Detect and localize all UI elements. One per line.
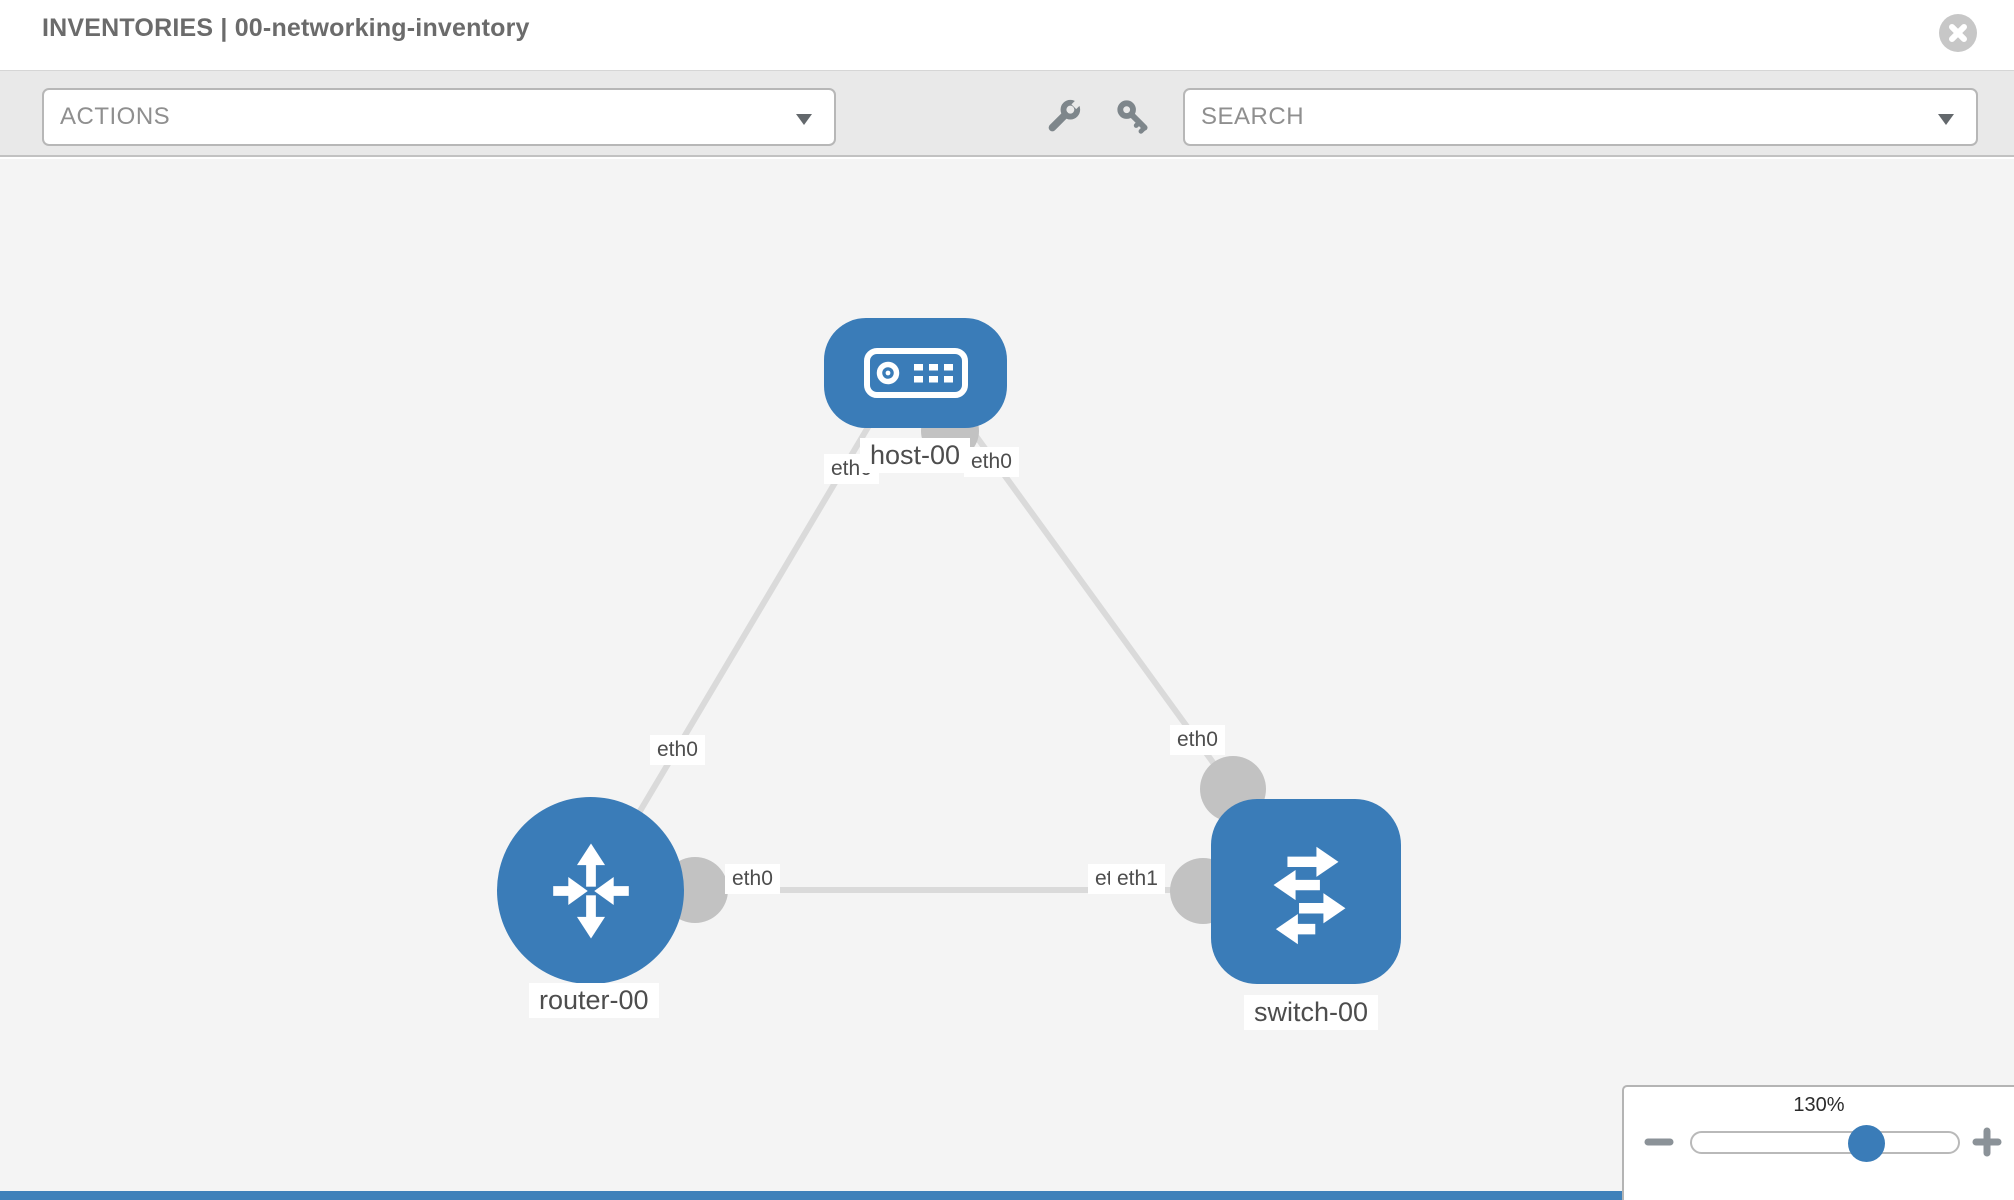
node-label-router: router-00 bbox=[529, 983, 659, 1018]
topology-edges bbox=[605, 401, 1266, 924]
switch-icon bbox=[1273, 846, 1346, 944]
router-icon bbox=[552, 842, 629, 939]
close-button[interactable] bbox=[1939, 14, 1977, 52]
node-label-switch: switch-00 bbox=[1244, 995, 1379, 1030]
actions-dropdown[interactable]: ACTIONS bbox=[42, 88, 836, 146]
page-title: INVENTORIES | 00-networking-inventory bbox=[42, 14, 530, 42]
toolbar: ACTIONS SEARCH bbox=[0, 71, 2014, 157]
zoom-level: 130% bbox=[1793, 1094, 1845, 1116]
zoom-in-button[interactable] bbox=[1972, 1127, 2002, 1157]
plus-icon bbox=[1972, 1127, 2002, 1157]
node-switch-00[interactable] bbox=[1211, 799, 1401, 984]
minus-icon bbox=[1644, 1138, 1674, 1146]
interface-label: eth0 bbox=[725, 864, 780, 894]
wrench-button[interactable] bbox=[1046, 98, 1082, 134]
zoom-out-button[interactable] bbox=[1644, 1127, 1674, 1157]
interface-label: eth0 bbox=[1170, 725, 1225, 755]
search-dropdown-label: SEARCH bbox=[1201, 103, 1305, 130]
close-icon bbox=[1949, 24, 1967, 42]
bottom-panel-edge bbox=[0, 1191, 1622, 1200]
zoom-slider[interactable] bbox=[1690, 1125, 1960, 1162]
chevron-down-icon bbox=[796, 114, 812, 125]
interface-label: eth0 bbox=[964, 447, 1019, 477]
node-label-host: host-00 bbox=[860, 438, 971, 473]
interface-label: eth1 bbox=[1110, 864, 1165, 894]
zoom-slider-thumb[interactable] bbox=[1848, 1125, 1885, 1162]
interface-label: eth0 bbox=[650, 735, 705, 765]
header-bar: INVENTORIES | 00-networking-inventory bbox=[0, 0, 2014, 71]
node-router-00[interactable] bbox=[497, 797, 684, 984]
key-icon bbox=[1117, 100, 1148, 134]
wrench-icon bbox=[1048, 99, 1082, 132]
key-button[interactable] bbox=[1115, 98, 1151, 134]
topology-canvas[interactable]: eth0 eth0 eth0 eth0 eth0 eth0 eth1 host-… bbox=[0, 159, 2014, 1200]
zoom-control-panel: 130% bbox=[1622, 1085, 2014, 1200]
search-dropdown[interactable]: SEARCH bbox=[1183, 88, 1978, 146]
node-host-00[interactable] bbox=[824, 318, 1007, 428]
chevron-down-icon bbox=[1938, 114, 1954, 125]
actions-dropdown-label: ACTIONS bbox=[60, 103, 171, 130]
host-icon bbox=[863, 348, 968, 398]
